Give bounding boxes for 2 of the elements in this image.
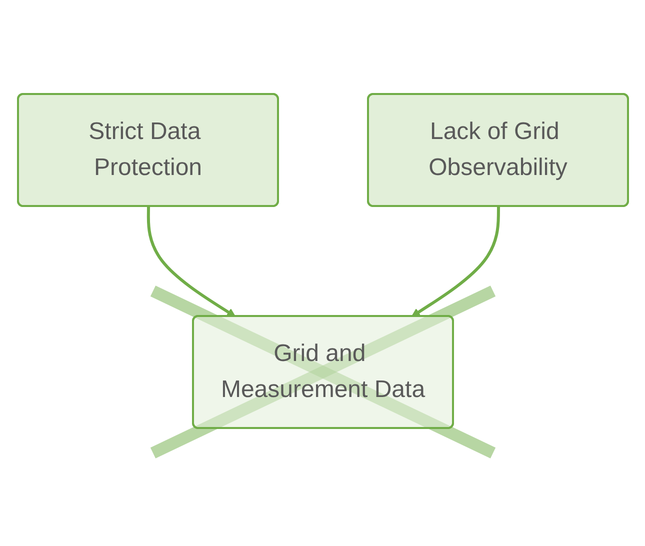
arrow (410, 206, 500, 316)
arrow (146, 206, 236, 316)
